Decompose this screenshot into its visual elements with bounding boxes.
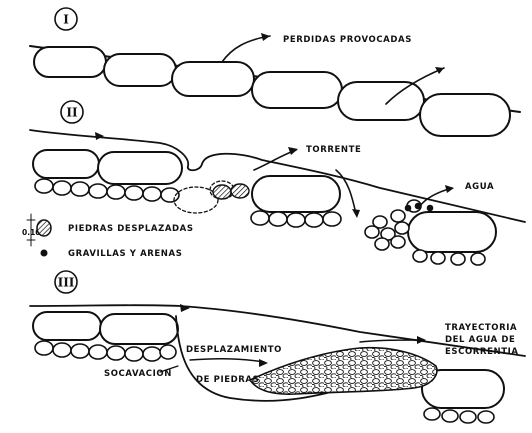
pebble	[442, 410, 458, 422]
gravel-dot	[427, 205, 434, 212]
stone	[172, 62, 254, 96]
pebble	[305, 213, 323, 227]
pebble	[89, 184, 107, 198]
panel-i-stones	[34, 47, 510, 136]
stone	[98, 152, 182, 184]
trayectoria-label-line1: TRAYECTORIA	[445, 323, 517, 333]
panel-i-number: I	[63, 13, 69, 27]
trayectoria-label-line2: DEL AGUA DE	[445, 335, 515, 345]
hatched-stone	[231, 184, 249, 198]
legend-hatched-stone-icon	[37, 220, 51, 236]
pebble	[125, 347, 143, 361]
pebble	[89, 345, 107, 359]
pebble	[365, 226, 379, 238]
displaced-stone-outline	[174, 187, 218, 213]
arrowhead	[180, 304, 190, 312]
pebble	[125, 186, 143, 200]
agua-label: AGUA	[465, 182, 494, 192]
pebble	[323, 212, 341, 226]
pebble	[107, 185, 125, 199]
pebble	[143, 347, 161, 361]
pebble	[413, 250, 427, 262]
stone	[33, 150, 99, 178]
pebble	[424, 408, 440, 420]
pebble	[395, 222, 409, 234]
stone	[34, 47, 106, 77]
legend-gravel-dot-icon	[41, 250, 48, 257]
hatched-stone	[213, 185, 231, 199]
panel-i: I PERDIDAS PROVOCADAS	[30, 8, 520, 136]
stone	[420, 94, 510, 136]
pebble	[478, 411, 494, 423]
trayectoria-arrow	[360, 340, 424, 342]
stone	[252, 176, 340, 212]
pebble	[471, 253, 485, 265]
pebble	[391, 236, 405, 248]
perdidas-provocadas-label: PERDIDAS PROVOCADAS	[283, 35, 412, 45]
pebble	[53, 343, 71, 357]
pebble	[460, 411, 476, 423]
pebble	[431, 252, 445, 264]
pebble	[143, 187, 161, 201]
desplazamiento-arrow	[190, 359, 264, 362]
arrowhead	[95, 132, 104, 140]
arrowhead	[417, 336, 426, 344]
arrowhead	[259, 359, 268, 367]
panel-i-badge: I	[55, 8, 77, 30]
torrente-label: TORRENTE	[306, 145, 361, 155]
pebble	[251, 211, 269, 225]
stone	[338, 82, 424, 120]
panel-iii-stones	[33, 312, 504, 408]
stone	[408, 212, 496, 252]
pebble	[71, 344, 89, 358]
stone	[33, 312, 101, 340]
panel-ii-badge: II	[61, 101, 83, 123]
pebble	[269, 212, 287, 226]
gravillas-label: GRAVILLAS Y ARENAS	[68, 249, 182, 259]
pebble	[107, 346, 125, 360]
pebble	[287, 213, 305, 227]
stone	[252, 72, 342, 108]
arrowhead	[288, 147, 298, 155]
arrowhead	[352, 209, 360, 218]
pebble	[53, 181, 71, 195]
arrowhead	[445, 185, 454, 193]
panel-ii-number: II	[66, 106, 78, 120]
pebble	[35, 341, 53, 355]
pebble	[375, 238, 389, 250]
trayectoria-label-line3: ESCORRENTIA	[445, 347, 519, 357]
pebble	[451, 253, 465, 265]
legend: 0.10 PIEDRAS DESPLAZADAS GRAVILLAS Y ARE…	[22, 214, 194, 259]
pebble	[160, 345, 176, 359]
piedras-desplazadas-label: PIEDRAS DESPLAZADAS	[68, 224, 194, 234]
desplazamiento-label: DESPLAZAMIENTO	[186, 345, 282, 355]
pebble	[391, 210, 405, 222]
gravel-dot	[405, 205, 412, 212]
panel-iii: III TRAYECTORIA DEL AGUA DE ESCORRENTIA	[30, 271, 525, 423]
panel-iii-badge: III	[55, 271, 77, 293]
displaced-stones-zone	[174, 181, 249, 213]
stone	[100, 314, 178, 344]
socavacion-label: SOCAVACION	[104, 369, 172, 379]
panel-iii-number: III	[58, 276, 75, 290]
pebble	[71, 182, 89, 196]
pebble	[35, 179, 53, 193]
stone	[104, 54, 176, 86]
de-piedras-label: DE PIEDRAS	[196, 375, 259, 385]
